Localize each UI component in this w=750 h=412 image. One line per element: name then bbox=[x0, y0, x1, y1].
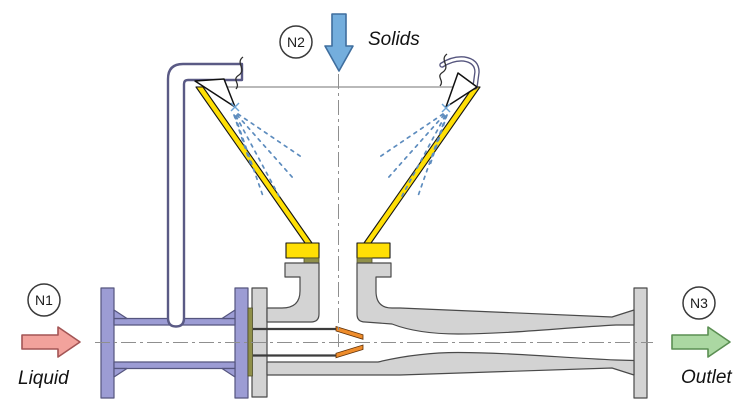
spray-cone-right bbox=[445, 72, 478, 108]
nozzle-tag-circle-n3 bbox=[682, 286, 716, 320]
arrow-right-icon bbox=[21, 326, 81, 358]
spray-fan-right bbox=[377, 113, 448, 200]
bottom-wall bbox=[266, 351, 635, 376]
spray-nozzle-right bbox=[377, 53, 480, 200]
spray-riser-pipe bbox=[166, 56, 244, 328]
hopper-flange-right bbox=[356, 242, 391, 259]
arrow-down-icon bbox=[324, 13, 354, 72]
hopper-wall-left bbox=[195, 86, 313, 244]
hopper-wall-right bbox=[363, 86, 481, 244]
spool-hub bbox=[221, 367, 236, 378]
pipe-break-mark bbox=[439, 53, 448, 87]
pipe-break-mark bbox=[235, 56, 244, 90]
spool-hub bbox=[113, 309, 128, 320]
outlet-label: Outlet bbox=[681, 367, 732, 388]
hopper-flange-left bbox=[285, 242, 320, 259]
spray-origin-mark bbox=[230, 102, 240, 112]
nozzle-tag-n1: N1 bbox=[35, 292, 53, 308]
spool-hub bbox=[221, 309, 236, 320]
riser-tube bbox=[166, 62, 244, 328]
motive-nozzle bbox=[253, 325, 364, 359]
spray-origin-mark bbox=[441, 103, 451, 113]
liquid-label: Liquid bbox=[18, 368, 70, 389]
connection-n3: N3 Outlet bbox=[671, 286, 732, 388]
spool-wall-bottom bbox=[113, 361, 236, 370]
spray-fan-left bbox=[233, 113, 304, 200]
spool-hub bbox=[113, 367, 128, 378]
eductor-body bbox=[251, 262, 648, 399]
nozzle-tip-bottom bbox=[335, 344, 364, 359]
nozzle-tag-circle-n2 bbox=[279, 25, 313, 59]
connection-n2: N2 Solids bbox=[279, 13, 420, 72]
hook-pipe-inner bbox=[440, 57, 479, 89]
nozzle-tip-top bbox=[335, 325, 364, 340]
branch-and-top-wall-left bbox=[266, 262, 320, 323]
arrow-right-icon bbox=[671, 326, 731, 358]
branch-and-top-wall-right bbox=[356, 262, 635, 335]
nozzle-tag-n2: N2 bbox=[287, 34, 305, 50]
spray-cone-left bbox=[194, 78, 236, 108]
nozzle-tag-n3: N3 bbox=[690, 295, 708, 311]
nozzle-tag-circle-n1 bbox=[27, 283, 61, 317]
connection-n1: N1 Liquid bbox=[18, 283, 81, 389]
solids-label: Solids bbox=[368, 29, 420, 50]
spray-nozzle-left bbox=[194, 78, 304, 200]
